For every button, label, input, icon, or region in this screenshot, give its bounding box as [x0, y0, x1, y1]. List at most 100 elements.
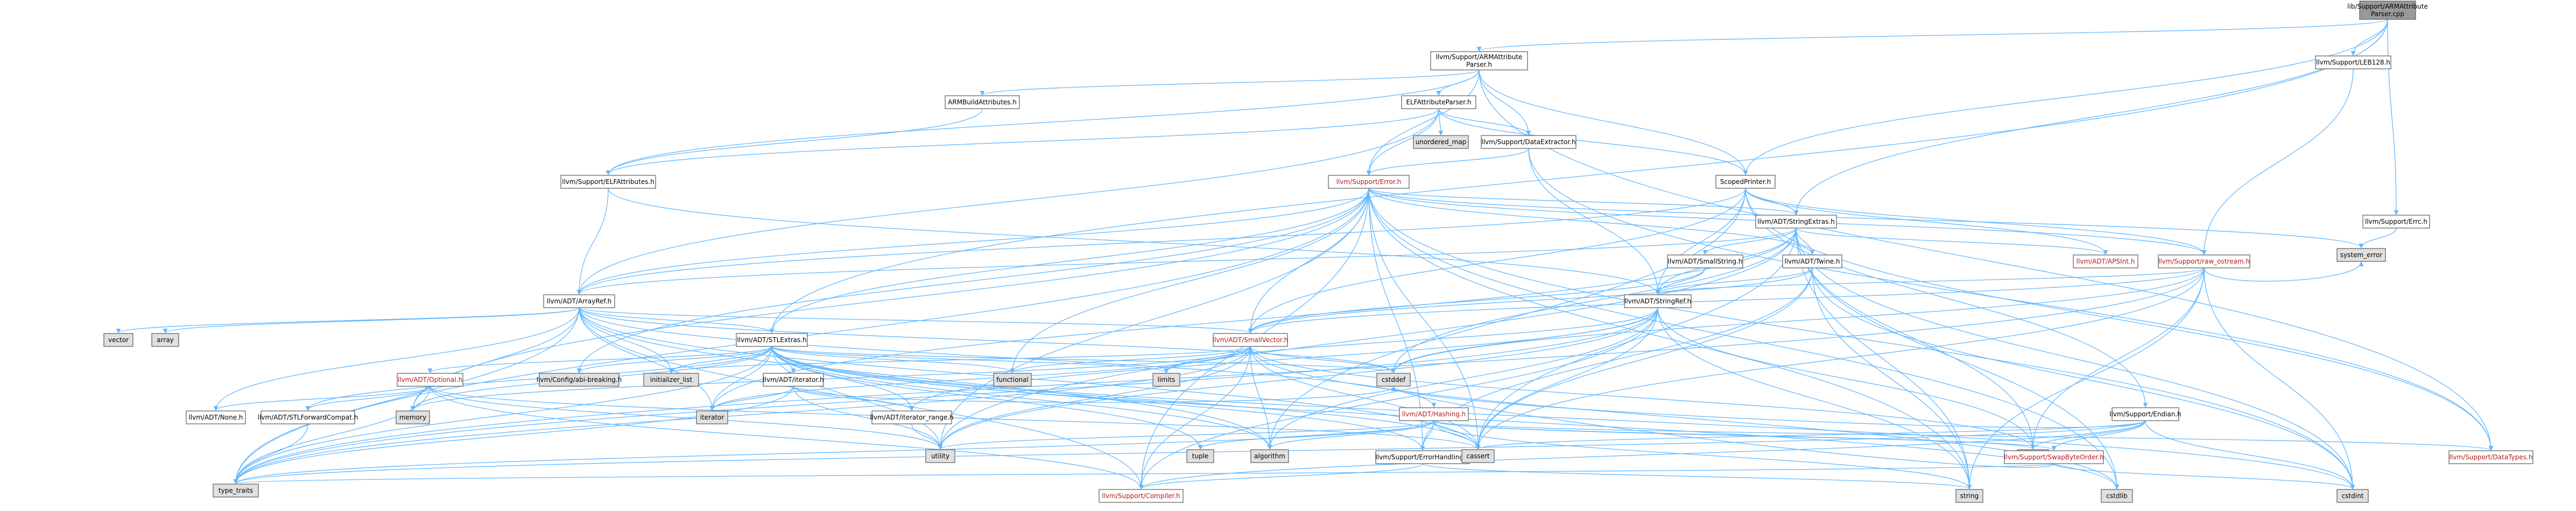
dependency-edge-armbuildattr-to-elfattributes: [606, 108, 983, 175]
dependency-edge-twine-to-smallvector: [1248, 267, 1813, 333]
dependency-edge-root-to-stlextras: [769, 19, 2388, 333]
node-box: [2336, 489, 2369, 503]
node-stringref[interactable]: llvm/ADT/StringRef.h: [1624, 294, 1692, 308]
node-apsint[interactable]: llvm/ADT/APSInt.h: [2073, 254, 2138, 268]
node-stlforwardcompat[interactable]: llvm/ADT/STLForwardCompat.h: [258, 410, 358, 424]
node-error[interactable]: llvm/Support/Error.h: [1328, 175, 1410, 189]
dependency-edge-hashing-to-algorithm: [1267, 420, 1434, 450]
dependency-edge-endian-to-cstddef: [1391, 386, 2146, 428]
dependency-edge-iterator_range-to-utility: [911, 423, 943, 450]
node-armbuildattr[interactable]: ARMBuildAttributes.h: [945, 95, 1020, 109]
node-none[interactable]: llvm/ADT/None.h: [186, 410, 246, 424]
node-cstddef: cstddef: [1376, 373, 1411, 387]
node-box: [396, 410, 430, 424]
dependency-edge-stringref-to-string: [1657, 307, 1972, 489]
node-smallvector[interactable]: llvm/ADT/SmallVector.h: [1213, 333, 1288, 347]
node-iterator: iterator: [696, 410, 728, 424]
dependency-edge-adtiterator-to-iterator: [709, 386, 794, 411]
node-box: [1376, 373, 1411, 387]
node-box: [925, 449, 955, 463]
node-box: [2073, 254, 2138, 268]
node-label: llvm/Support/Errc.h: [2365, 218, 2427, 225]
node-box: [1152, 373, 1180, 387]
dependency-edge-armattrparser-to-elfattrparser: [1436, 69, 1480, 96]
node-scopedprinter[interactable]: ScopedPrinter.h: [1715, 175, 1776, 189]
node-label: ELFAttributeParser.h: [1406, 98, 1472, 106]
dependency-edge-stlextras-to-tuple: [771, 346, 1203, 450]
dependency-edge-stlextras-to-utility: [771, 346, 943, 450]
node-label: cassert: [1466, 452, 1490, 460]
dependency-edge-stlextras-to-iterator: [709, 346, 772, 411]
node-raw_ostream[interactable]: llvm/Support/raw_ostream.h: [2158, 254, 2250, 268]
dependency-edge-hashing-to-utility: [938, 420, 1434, 450]
node-smallstring[interactable]: llvm/ADT/SmallString.h: [1667, 254, 1743, 268]
node-box: [1667, 254, 1743, 268]
node-errorhandling[interactable]: llvm/Support/ErrorHandling.h: [1375, 450, 1470, 464]
dependency-edge-stringref-to-limits: [1164, 307, 1658, 373]
dependency-edge-leb128-to-raw_ostream: [2201, 68, 2354, 255]
node-stringextras[interactable]: llvm/ADT/StringExtras.h: [1755, 215, 1837, 229]
dependency-edge-arrayref-to-stlextras: [579, 307, 775, 333]
node-elfattrparser[interactable]: ELFAttributeParser.h: [1401, 95, 1476, 109]
node-hashing[interactable]: llvm/ADT/Hashing.h: [1399, 407, 1469, 421]
dependency-edge-root-to-stringextras: [1793, 19, 2388, 215]
node-box: [1782, 254, 1842, 268]
node-optional[interactable]: llvm/ADT/Optional.h: [397, 373, 463, 387]
dependency-edge-smallstring-to-smallvector: [1248, 267, 1706, 333]
dependency-edge-error-to-functional: [1010, 188, 1369, 373]
node-box: [1955, 489, 1983, 503]
dependency-edge-arrayref-to-iterator: [579, 307, 715, 411]
dependency-edge-smallvector-to-cassert: [1250, 346, 1481, 450]
dependency-edge-optional-to-utility: [430, 386, 943, 450]
dependency-edge-optional-to-cassert: [430, 386, 1481, 450]
node-box: [103, 333, 133, 347]
node-box: [1401, 95, 1476, 109]
node-label: initializer_list: [650, 376, 693, 384]
node-label: llvm/Support/Error.h: [1336, 178, 1402, 186]
node-elfattributes[interactable]: llvm/Support/ELFAttributes.h: [560, 175, 656, 189]
dependency-edge-scopedprinter-to-apsint: [1745, 188, 2108, 255]
node-swapbyteorder[interactable]: llvm/Support/SwapByteOrder.h: [2004, 450, 2104, 464]
node-box: [1399, 407, 1469, 421]
node-string: string: [1955, 489, 1983, 503]
dependency-edge-raw_ostream-to-cstring: [2030, 267, 2205, 450]
node-system_error: system_error: [2336, 248, 2386, 262]
node-label: llvm/Support/DataExtractor.h: [1481, 138, 1575, 146]
node-iterator_range[interactable]: llvm/ADT/iterator_range.h: [870, 410, 954, 424]
node-label: system_error: [2340, 251, 2383, 259]
dependency-edge-arrayref-to-cstddef: [579, 307, 1396, 373]
dependency-edge-armattrparser-to-armbuildattr: [980, 69, 1480, 96]
dependency-edge-smallvector-to-cstring: [1250, 346, 2036, 450]
node-label: llvm/Config/abi-breaking.h: [537, 376, 622, 384]
dependency-edge-smallstring-to-stringref: [1655, 267, 1706, 295]
node-compiler[interactable]: llvm/Support/Compiler.h: [1099, 489, 1184, 503]
dependency-edge-smallvector-to-algorithm: [1250, 346, 1272, 450]
node-datatypes[interactable]: llvm/Support/DataTypes.h: [2448, 450, 2533, 464]
node-endian[interactable]: llvm/Support/Endian.h: [2109, 407, 2181, 421]
node-array: array: [151, 333, 179, 347]
dependency-edge-arrayref-to-algorithm: [579, 307, 1272, 450]
node-label: llvm/Support/DataTypes.h: [2450, 453, 2533, 461]
node-box: [2158, 254, 2250, 268]
dependency-edge-error-to-cstdlib: [1368, 188, 2120, 489]
dependency-edge-error-to-system_error: [1368, 188, 2364, 249]
node-errnoh[interactable]: llvm/Support/Errc.h: [2362, 215, 2430, 229]
node-box: [1413, 135, 1469, 149]
dependency-edge-armattrparser-to-dataextractor: [1479, 69, 1531, 136]
node-label: memory: [399, 414, 426, 421]
node-box: [1715, 175, 1776, 189]
node-leb128[interactable]: llvm/Support/LEB128.h: [2315, 55, 2391, 69]
node-adtiterator[interactable]: llvm/ADT/iterator.h: [763, 373, 824, 387]
node-twine[interactable]: llvm/ADT/Twine.h: [1782, 254, 1842, 268]
node-arrayref[interactable]: llvm/ADT/ArrayRef.h: [543, 294, 615, 308]
node-box: [1430, 51, 1528, 70]
node-stlextras[interactable]: llvm/ADT/STLExtras.h: [736, 333, 808, 347]
dependency-edge-raw_ostream-to-system_error: [2204, 261, 2364, 282]
dependency-edge-raw_ostream-to-cstdint: [2204, 267, 2355, 489]
node-label: ARMBuildAttributes.h: [948, 98, 1017, 106]
dependency-edge-arrayref-to-hashing: [579, 307, 1437, 408]
node-dataextractor[interactable]: llvm/Support/DataExtractor.h: [1481, 135, 1576, 149]
